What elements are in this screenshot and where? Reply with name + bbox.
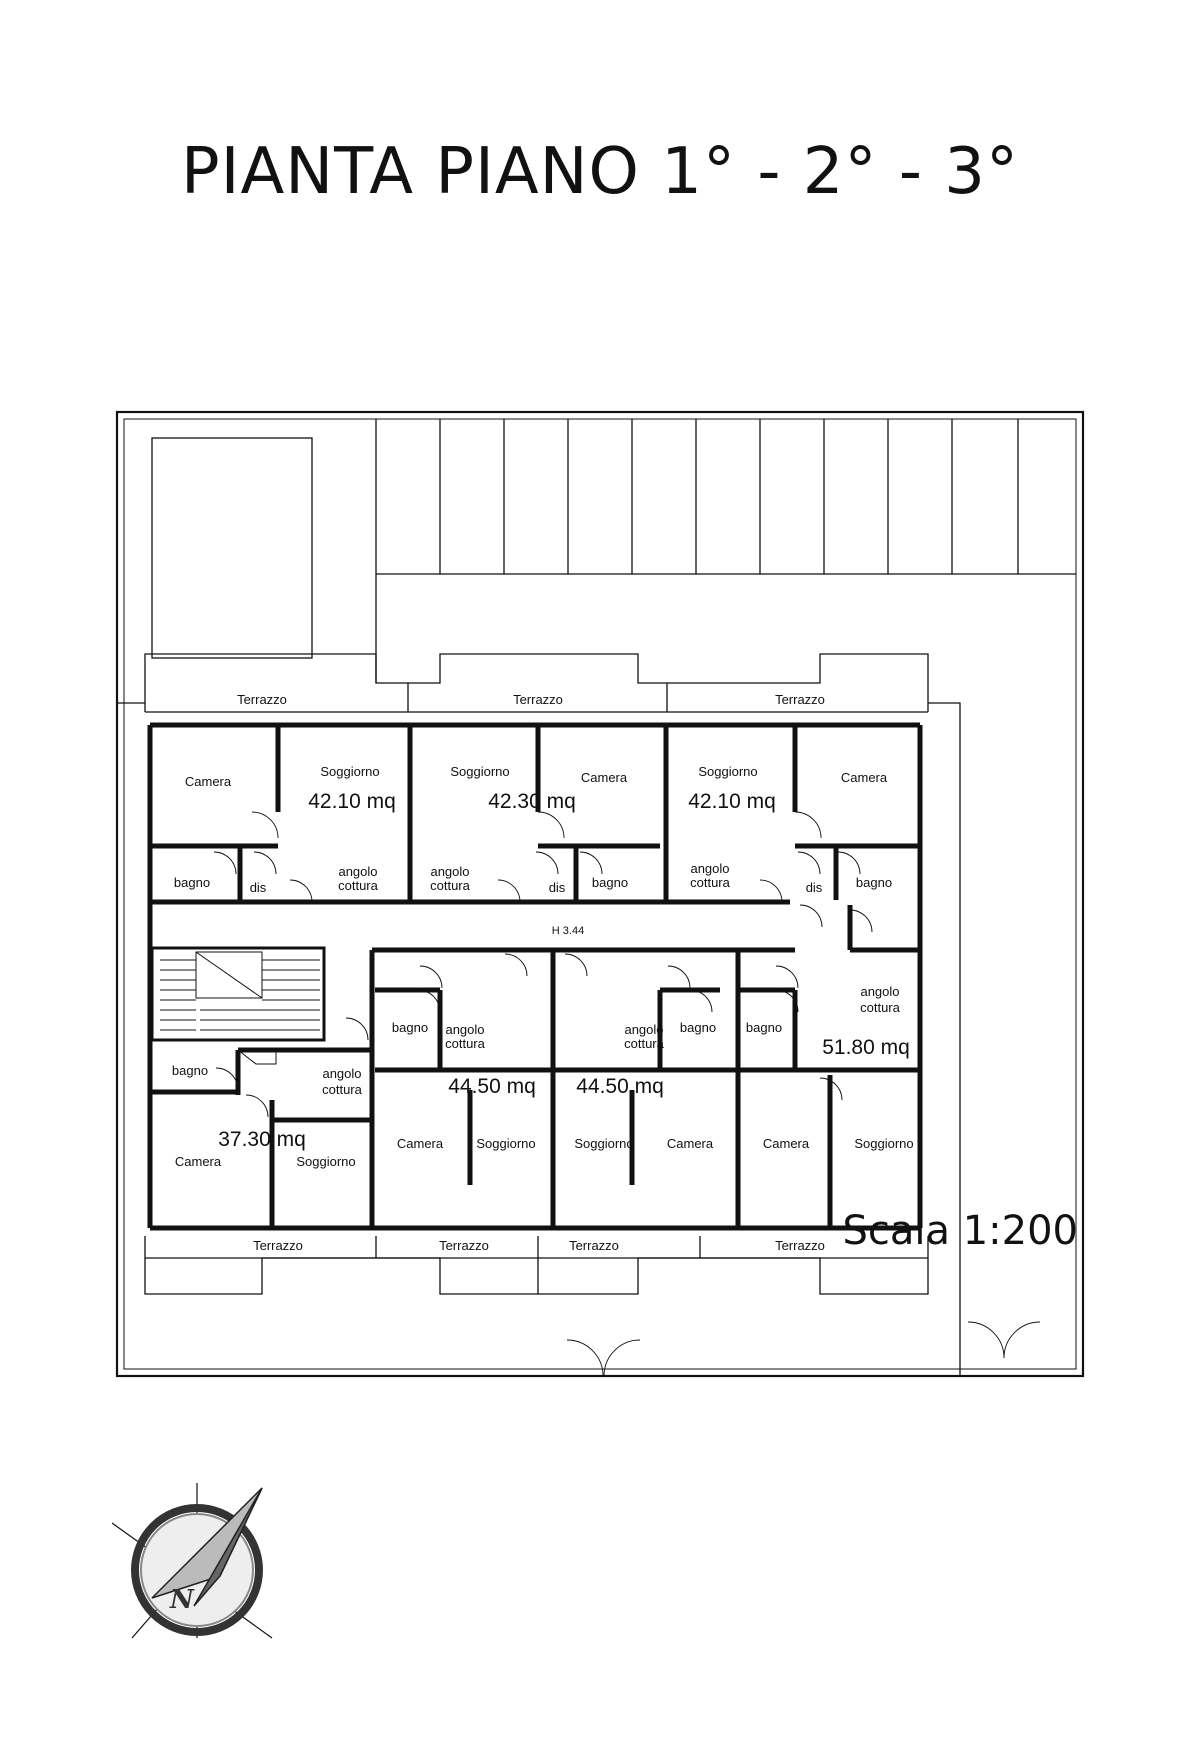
window-markers xyxy=(148,760,922,1200)
room-camera: Camera xyxy=(841,770,888,785)
room-angolo: angolo xyxy=(860,984,899,999)
room-cottura: cottura xyxy=(445,1036,486,1051)
apartment-area: 42.10 mq xyxy=(308,790,396,813)
room-soggiorno: Soggiorno xyxy=(698,764,757,779)
apartment-area: 44.50 mq xyxy=(576,1075,664,1098)
room-cottura: cottura xyxy=(338,878,379,893)
north-arrow-icon: N xyxy=(112,1483,273,1639)
terrace-top xyxy=(144,653,929,712)
room-angolo: angolo xyxy=(338,864,377,879)
terrace-label: Terrazzo xyxy=(253,1238,303,1253)
apartment-area: 42.10 mq xyxy=(688,790,776,813)
room-dis: dis xyxy=(806,880,823,895)
room-cottura: cottura xyxy=(624,1036,665,1051)
room-bagno: bagno xyxy=(592,875,628,890)
room-angolo: angolo xyxy=(430,864,469,879)
room-cottura: cottura xyxy=(860,1000,901,1015)
room-camera: Camera xyxy=(185,774,232,789)
room-bagno: bagno xyxy=(172,1063,208,1078)
room-camera: Camera xyxy=(397,1136,444,1151)
door-swings xyxy=(213,811,1041,1377)
room-bagno: bagno xyxy=(392,1020,428,1035)
building-walls xyxy=(147,722,923,1231)
room-cottura: cottura xyxy=(322,1082,363,1097)
room-soggiorno: Soggiorno xyxy=(296,1154,355,1169)
room-camera: Camera xyxy=(763,1136,810,1151)
room-angolo: angolo xyxy=(322,1066,361,1081)
terrace-label: Terrazzo xyxy=(513,692,563,707)
property-boundary-inner xyxy=(123,418,1077,1370)
apartment-area: 37.30 mq xyxy=(218,1128,306,1151)
room-angolo: angolo xyxy=(445,1022,484,1037)
terrace-bottom xyxy=(144,1236,929,1295)
page-title: PIANTA PIANO 1° - 2° - 3° xyxy=(181,135,1019,209)
room-bagno: bagno xyxy=(856,875,892,890)
room-bagno: bagno xyxy=(174,875,210,890)
apartment-area: 44.50 mq xyxy=(448,1075,536,1098)
terrace-label: Terrazzo xyxy=(775,692,825,707)
apartment-area: 42.30 mq xyxy=(488,790,576,813)
parking-area xyxy=(375,419,1076,683)
room-angolo: angolo xyxy=(690,861,729,876)
room-dis: dis xyxy=(549,880,566,895)
room-bagno: bagno xyxy=(746,1020,782,1035)
room-cottura: cottura xyxy=(430,878,471,893)
room-soggiorno: Soggiorno xyxy=(574,1136,633,1151)
room-camera: Camera xyxy=(175,1154,222,1169)
terrace-label: Terrazzo xyxy=(439,1238,489,1253)
apartment-area: 51.80 mq xyxy=(822,1036,910,1059)
terrace-label: Terrazzo xyxy=(569,1238,619,1253)
room-dis: dis xyxy=(250,880,267,895)
room-camera: Camera xyxy=(581,770,628,785)
room-soggiorno: Soggiorno xyxy=(476,1136,535,1151)
room-soggiorno: Soggiorno xyxy=(854,1136,913,1151)
property-boundary xyxy=(115,410,1085,1378)
terrace-label: Terrazzo xyxy=(237,692,287,707)
stairwell xyxy=(150,946,326,1065)
scale-label: Scala 1:200 xyxy=(842,1208,1078,1254)
height-label: H 3.44 xyxy=(552,925,584,937)
room-cottura: cottura xyxy=(690,875,731,890)
room-soggiorno: Soggiorno xyxy=(320,764,379,779)
terrace-label: Terrazzo xyxy=(775,1238,825,1253)
room-angolo: angolo xyxy=(624,1022,663,1037)
room-bagno: bagno xyxy=(680,1020,716,1035)
room-camera: Camera xyxy=(667,1136,714,1151)
room-soggiorno: Soggiorno xyxy=(450,764,509,779)
garden-area xyxy=(151,437,313,659)
svg-text:N: N xyxy=(169,1585,195,1615)
